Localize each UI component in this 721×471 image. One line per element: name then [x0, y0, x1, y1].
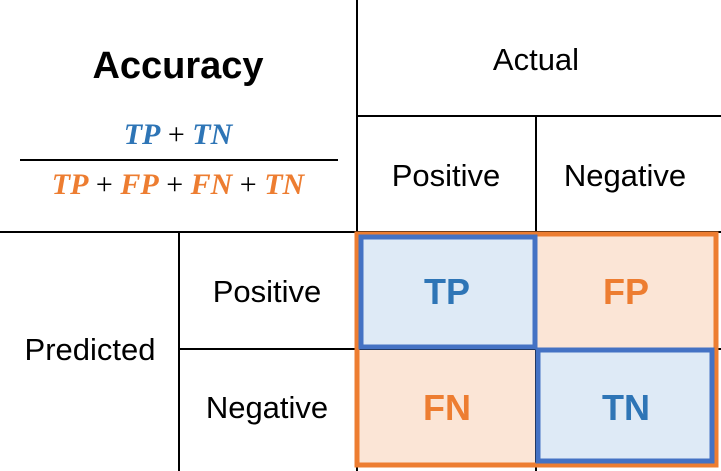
numerator-term-tp: TP — [124, 118, 161, 151]
actual-header: Actual — [493, 42, 579, 77]
denominator-operator: + — [232, 168, 264, 201]
denominator-term-tn: TN — [264, 168, 305, 201]
denominator-term-tp: TP — [52, 168, 89, 201]
formula-numerator: TP + TN — [124, 118, 234, 151]
actual-negative-label: Negative — [564, 158, 686, 193]
numerator-operator: + — [160, 118, 192, 151]
formula-denominator: TP + FP + FN + TN — [52, 168, 306, 201]
predicted-negative-label: Negative — [206, 390, 328, 425]
orange-total-border — [354, 231, 719, 468]
tn-label: TN — [602, 387, 650, 428]
tn-blue-border — [535, 347, 715, 464]
tp-blue-border — [358, 234, 538, 350]
denominator-operator: + — [159, 168, 191, 201]
denominator-operator: + — [88, 168, 120, 201]
fn-cell-fill — [357, 349, 537, 465]
tp-label: TP — [424, 271, 470, 312]
denominator-term-fp: FP — [119, 168, 159, 201]
actual-positive-label: Positive — [392, 158, 501, 193]
fp-cell-fill — [537, 234, 716, 349]
tp-cell-fill — [357, 234, 537, 349]
predicted-header: Predicted — [25, 332, 156, 367]
tn-cell-fill — [537, 349, 716, 465]
accuracy-title: Accuracy — [92, 45, 263, 87]
denominator-term-fn: FN — [190, 168, 234, 201]
fn-label: FN — [423, 387, 471, 428]
fp-label: FP — [603, 271, 649, 312]
predicted-positive-label: Positive — [213, 274, 322, 309]
numerator-term-tn: TN — [192, 118, 233, 151]
